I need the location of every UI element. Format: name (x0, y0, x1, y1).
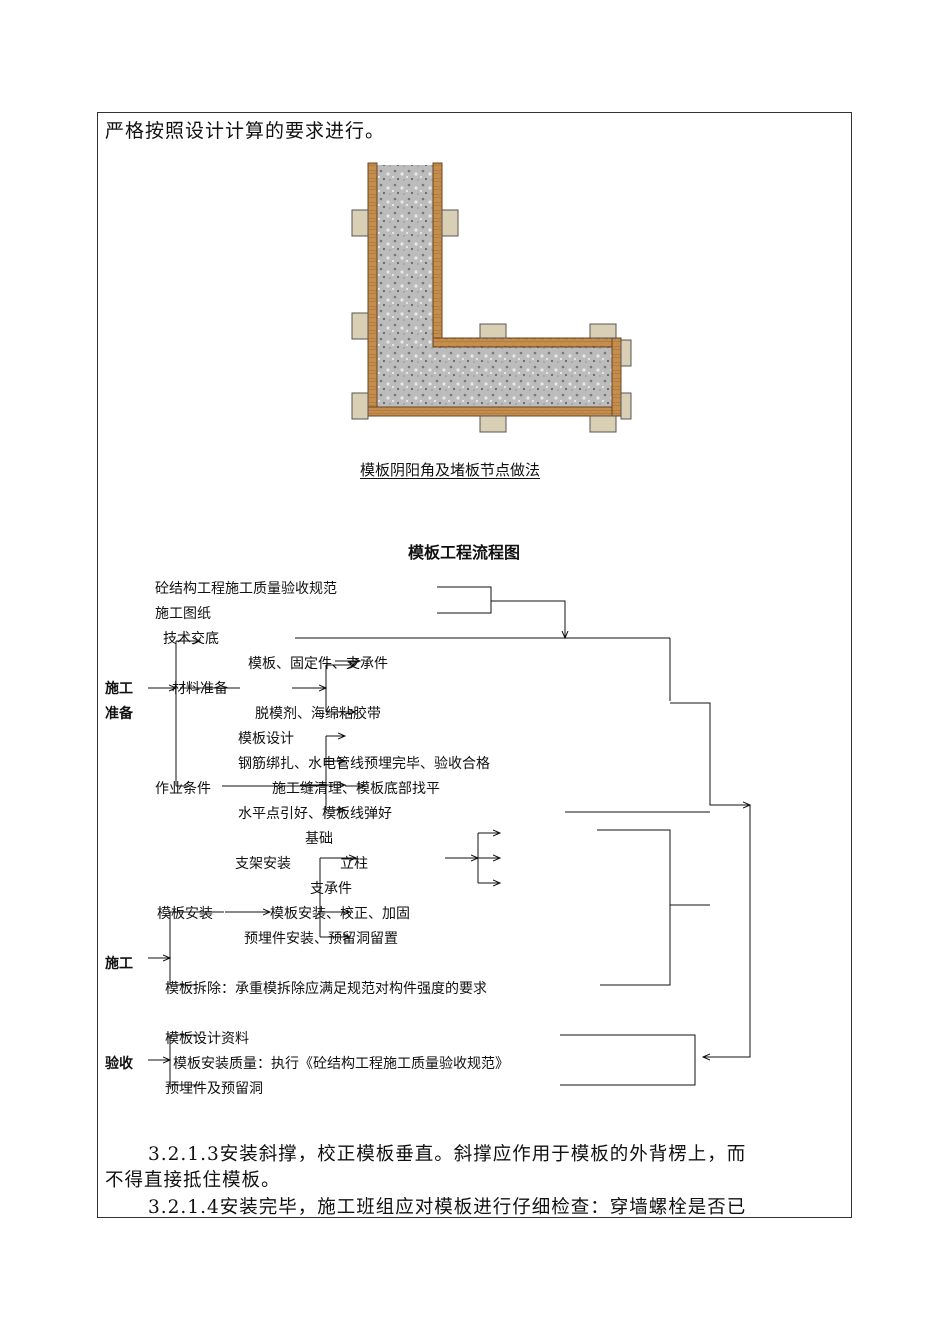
cond-b: 钢筋绑扎、水电管线预埋完毕、验收合格 (238, 756, 490, 772)
section-construction: 施工 (105, 956, 133, 972)
accept-quality: 模板安装质量：执行《砼结构工程施工质量验收规范》 (173, 1056, 509, 1072)
formwork-install: 模板安装 (157, 906, 213, 922)
support-column: 立柱 (340, 856, 368, 872)
flowchart-title: 模板工程流程图 (408, 543, 521, 562)
embedded-install: 预埋件安装、预留洞留置 (244, 931, 398, 947)
section-prep-line2: 准备 (105, 706, 133, 722)
formwork-removal: 模板拆除：承重模拆除应满足规范对构件强度的要求 (165, 981, 487, 997)
backing-block (589, 323, 617, 339)
section-prep-line1: 施工 (105, 681, 133, 697)
backing-block (351, 392, 369, 420)
backing-block (589, 415, 617, 433)
backing-block (479, 415, 507, 433)
prep-spec: 砼结构工程施工质量验收规范 (155, 581, 337, 597)
accept-embedded: 预埋件及预留洞 (165, 1081, 263, 1097)
support-install: 支架安装 (235, 856, 291, 872)
cond-c: 施工缝清理、模板底部找平 (272, 781, 440, 797)
prep-drawings: 施工图纸 (155, 606, 211, 622)
para-3-2-1-3-line1: 3.2.1.3安装斜撑，校正模板垂直。斜撑应作用于模板的外背楞上，而 (148, 1144, 747, 1165)
support-base: 基础 (305, 831, 333, 847)
formwork-corner-diagram (351, 162, 632, 433)
prep-conditions: 作业条件 (155, 781, 211, 797)
para-3-2-1-3-line2: 不得直接抵住模板。 (105, 1170, 281, 1191)
backing-block (351, 312, 369, 340)
intro-text: 严格按照设计计算的要求进行。 (105, 120, 386, 142)
figure-caption: 模板阴阳角及堵板节点做法 (360, 461, 541, 479)
support-bearing: 支承件 (310, 881, 352, 897)
document-frame (97, 112, 852, 1218)
para-3-2-1-4-line1: 3.2.1.4安装完毕，施工班组应对模板进行仔细检查：穿墙螺栓是否已 (148, 1197, 747, 1218)
prep-materials: 材料准备 (172, 681, 228, 697)
cond-a: 模板设计 (238, 731, 294, 747)
cond-d: 水平点引好、模板线弹好 (238, 806, 392, 822)
prep-briefing: 技术交底 (163, 631, 219, 647)
backing-block (620, 339, 632, 367)
backing-block (620, 392, 632, 420)
formwork-adjust: 模板安装、校正、加固 (270, 906, 410, 922)
backing-block (479, 323, 507, 339)
materials-b: 脱模剂、海绵粘胶带 (255, 706, 381, 722)
backing-block (351, 209, 369, 237)
materials-a: 模板、固定件、支承件 (248, 656, 388, 672)
accept-design-docs: 模板设计资料 (165, 1031, 249, 1047)
backing-block (441, 209, 459, 237)
concrete-section (377, 165, 612, 407)
section-acceptance: 验收 (105, 1056, 133, 1072)
